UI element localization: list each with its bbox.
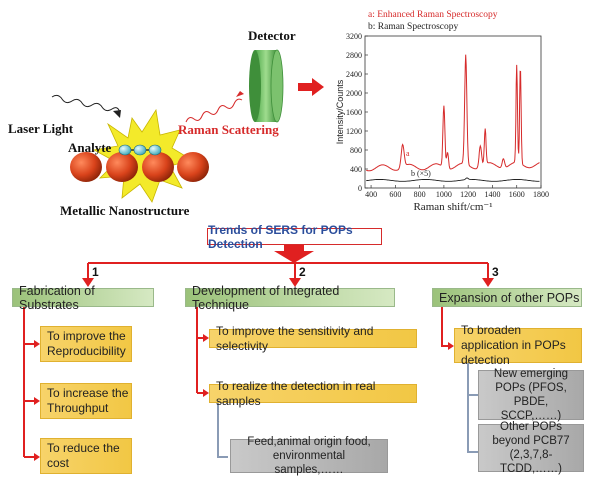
y-tick-label: 800	[350, 146, 362, 155]
x-tick-label: 1600	[509, 190, 525, 199]
y-tick-label: 1600	[346, 108, 362, 117]
detector-label: Detector	[248, 28, 296, 43]
x-axis-label: Raman shift/cm⁻¹	[413, 201, 492, 213]
laser-arrowhead	[113, 110, 121, 118]
y-tick-label: 1200	[346, 127, 362, 136]
branch-1-item-1: To improve the Reproducibility	[40, 326, 132, 362]
curve-a-label: a	[406, 149, 410, 158]
analyte-label: Analyte	[68, 140, 112, 155]
to-spectrum-arrow	[298, 78, 324, 96]
y-tick-label: 2400	[346, 70, 362, 79]
x-tick-label: 1000	[436, 190, 452, 199]
branch-1-item-2: To increase the Throughput	[40, 383, 132, 419]
y-tick-label: 400	[350, 165, 362, 174]
y-tick-label: 0	[358, 184, 362, 193]
analyte-molecule	[148, 144, 162, 156]
y-tick-label: 2000	[346, 89, 362, 98]
branch-3-connector	[441, 307, 450, 347]
plot-frame	[364, 35, 542, 189]
detector-face	[249, 50, 261, 122]
branch-2-example-connector	[217, 402, 228, 458]
tree-title: Trends of SERS for POPs Detection	[207, 223, 382, 251]
branch-1-arrowhead	[82, 278, 94, 287]
nanoparticle	[142, 152, 174, 182]
y-axis-label: Intensity/Counts	[335, 79, 345, 144]
branch-2-item-1: To improve the sensitivity and selectivi…	[209, 324, 417, 353]
scattered-light	[185, 98, 243, 123]
branch-1-head: Fabrication of Substrates	[12, 284, 154, 312]
branch-2-item-2: To realize the detection in real samples	[209, 379, 417, 408]
branch-1-number: 1	[92, 265, 99, 279]
branch-3-head: Expansion of other POPs	[432, 288, 582, 307]
enhanced-spectrum-curve	[366, 54, 540, 172]
x-tick-label: 800	[414, 190, 426, 199]
analyte-molecule	[133, 144, 147, 156]
branch-2-example: Feed,animal origin food, environmental s…	[230, 436, 388, 476]
laser-light-label: Laser Light	[8, 121, 74, 136]
nanoparticle	[106, 152, 138, 182]
legend-raman: b: Raman Spectroscopy	[368, 22, 459, 32]
analyte-molecule	[118, 144, 132, 156]
normal-spectrum-curve	[366, 177, 540, 182]
laser-beam	[51, 94, 121, 114]
legend-enhanced-raman: a: Enhanced Raman Spectroscopy	[368, 10, 498, 20]
y-tick-label: 2800	[346, 51, 362, 60]
branch-3-arrowhead	[482, 278, 494, 287]
branch-3-example-connector	[467, 362, 478, 453]
x-tick-label: 400	[365, 190, 377, 199]
nanoparticle	[177, 152, 209, 182]
x-tick-label: 1200	[460, 190, 476, 199]
nanostructure-label: Metallic Nanostructure	[60, 203, 190, 218]
branch-3-example-1: New emerging POPs (PFOS, PBDE, SCCP,……)	[478, 368, 584, 422]
raman-scattering-label: Raman Scattering	[178, 122, 279, 137]
curve-b-label: b (×5)	[411, 169, 431, 178]
x-tick-label: 1400	[484, 190, 500, 199]
branch-2-arrowhead	[289, 278, 301, 287]
x-tick-label: 1800	[533, 190, 549, 199]
scattered-arrowhead	[236, 91, 244, 97]
branch-3-item-1: To broaden application in POPs detection	[454, 323, 582, 367]
detector-back	[270, 49, 284, 123]
branch-3-example-2: Other POPs beyond PCB77 (2,3,7,8-TCDD,………	[478, 421, 584, 475]
x-tick-label: 600	[389, 190, 401, 199]
nanoparticle	[70, 152, 102, 182]
branch-2-number: 2	[299, 265, 306, 279]
branch-1-item-3: To reduce the cost	[40, 438, 132, 474]
title-down-arrow	[274, 243, 314, 263]
y-tick-label: 3200	[346, 32, 362, 41]
branch-2-head: Development of Integrated Technique	[185, 284, 395, 312]
branch-3-number: 3	[492, 265, 499, 279]
